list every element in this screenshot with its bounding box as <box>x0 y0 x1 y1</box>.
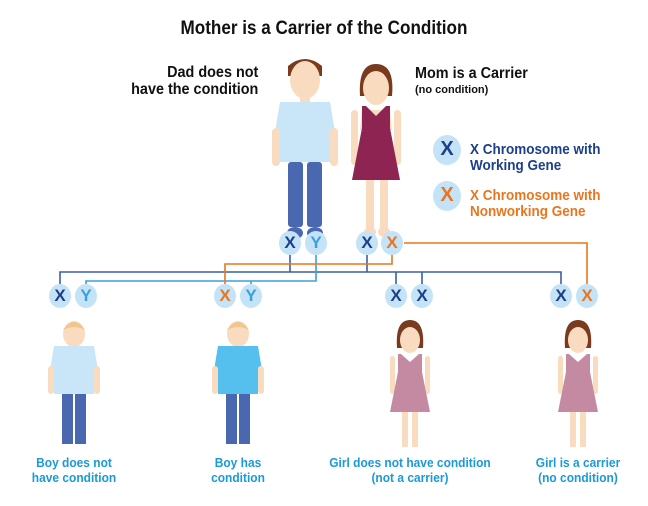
dad-label: Dad does not have the condition <box>131 64 258 98</box>
child1-x: X <box>54 286 66 305</box>
caption-line: (no condition) <box>538 470 618 485</box>
caption-line: have condition <box>31 470 117 485</box>
boy-figure-1 <box>48 321 100 444</box>
legend-text: Working Gene <box>470 157 562 174</box>
caption-line: condition <box>211 470 265 485</box>
legend-nonworking-x-icon: X <box>440 184 454 206</box>
mom-label: Mom is a Carrier <box>415 65 528 82</box>
child3-x1: X <box>390 286 402 305</box>
dad-y-chromosome: Y <box>310 233 322 252</box>
caption-line: Boy does not <box>36 455 112 470</box>
girl-figure-2 <box>558 320 598 447</box>
child-caption-3: Girl does not have condition(not a carri… <box>318 455 502 485</box>
boy-figure-2 <box>212 321 264 444</box>
girl-figure-1 <box>390 320 430 447</box>
legend-working-x-icon: X <box>440 138 454 160</box>
mom-sublabel: (no condition) <box>415 84 489 96</box>
mom-x-working: X <box>361 233 373 252</box>
child-caption-4: Girl is a carrier(no condition) <box>504 455 648 485</box>
y-line <box>85 255 317 284</box>
dad-label-line: have the condition <box>130 81 258 98</box>
child2-x: X <box>219 286 231 305</box>
child1-y: Y <box>80 286 92 305</box>
legend-text: Nonworking Gene <box>470 203 586 220</box>
caption-line: Girl does not have condition <box>329 455 491 470</box>
child3-x2: X <box>416 286 428 305</box>
legend-nonworking: X Chromosome with Nonworking Gene <box>470 188 601 220</box>
mom-x-nonworking: X <box>386 233 398 252</box>
dad-x-chromosome: X <box>284 233 296 252</box>
caption-line: Girl is a carrier <box>535 455 621 470</box>
child4-x1: X <box>555 286 567 305</box>
dad-label-line: Dad does not <box>166 64 258 81</box>
child2-y: Y <box>245 286 257 305</box>
dad-figure <box>272 59 338 239</box>
legend-text: X Chromosome with <box>470 187 601 204</box>
legend-text: X Chromosome with <box>470 141 601 158</box>
child4-x2: X <box>581 286 593 305</box>
legend-working: X Chromosome with Working Gene <box>470 142 601 174</box>
working-x-line <box>59 255 562 284</box>
nonworking-x-line <box>224 242 588 284</box>
caption-line: (not a carrier) <box>371 470 449 485</box>
mom-figure <box>351 64 401 237</box>
caption-line: Boy has <box>214 455 262 470</box>
page-title: Mother is a Carrier of the Condition <box>180 18 468 39</box>
